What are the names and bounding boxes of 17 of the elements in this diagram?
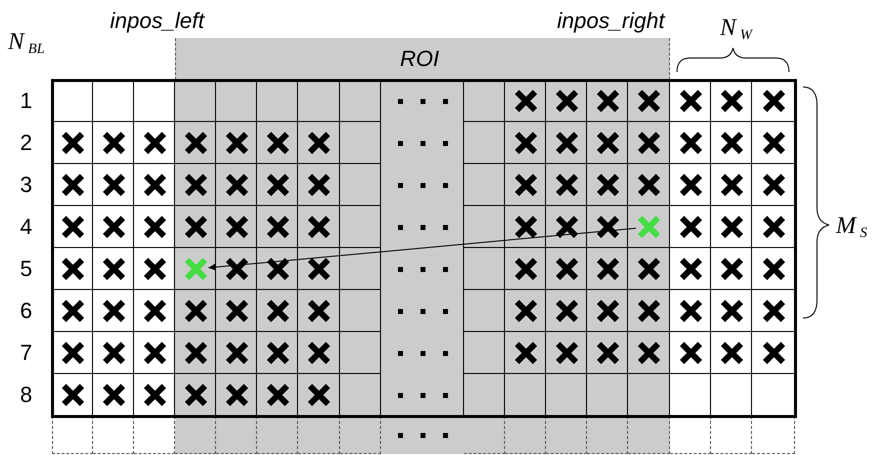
row-number: 3 (20, 174, 32, 196)
row-number: 7 (20, 342, 32, 364)
position-label: inpos_left (110, 10, 204, 32)
row-number: 4 (20, 216, 32, 238)
axis-label: N$_{BL}$ (8, 30, 45, 57)
region-label: ROI (400, 48, 440, 70)
axis-label: N$_{W}$ (720, 16, 752, 43)
position-label: inpos_right (557, 10, 665, 32)
cross-icon (182, 256, 208, 282)
row-number: 8 (20, 384, 32, 406)
row-number: 1 (20, 90, 32, 112)
row-number: 2 (20, 132, 32, 154)
cross-icon (636, 214, 662, 240)
row-number: 5 (20, 258, 32, 280)
row-number: 6 (20, 300, 32, 322)
axis-label: M$_{S}$ (836, 214, 868, 241)
arrow (208, 228, 636, 271)
